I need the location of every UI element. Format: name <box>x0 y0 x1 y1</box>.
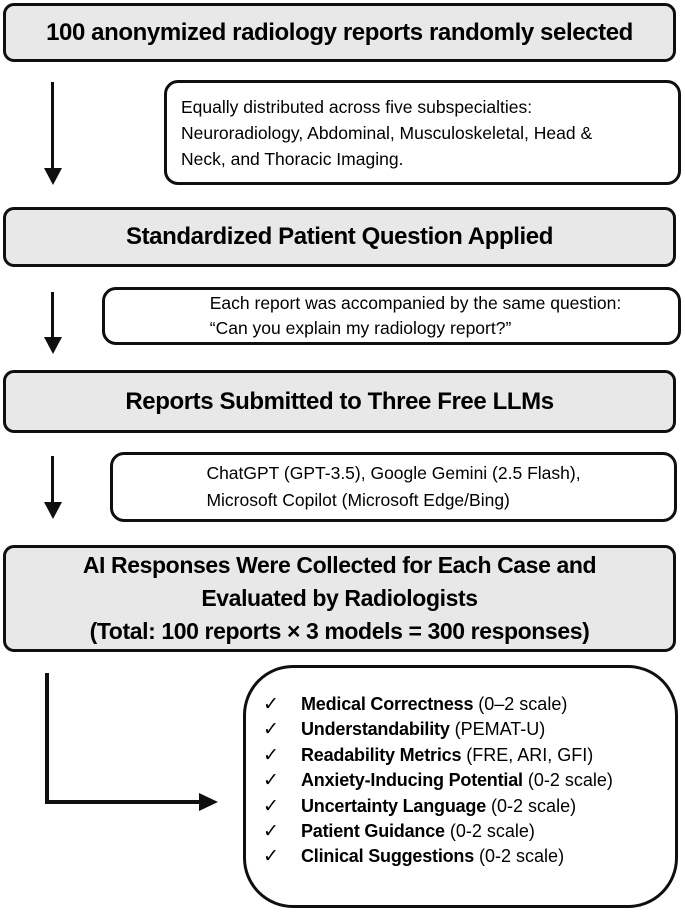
step4-box: AI Responses Were Collected for Each Cas… <box>3 545 676 652</box>
checkmark-icon: ✓ <box>263 795 279 817</box>
note1-text: Equally distributed across five subspeci… <box>181 94 592 172</box>
arrow-down-3-head <box>44 502 62 519</box>
checklist-item: ✓ Anxiety-Inducing Potential (0-2 scale) <box>263 768 665 793</box>
checkmark-icon: ✓ <box>263 744 279 766</box>
checklist-item: ✓ Clinical Suggestions (0-2 scale) <box>263 844 665 869</box>
checkmark-icon: ✓ <box>263 770 279 792</box>
step4-line1: AI Responses Were Collected for Each Cas… <box>82 552 597 578</box>
arrow-down-2-shaft <box>51 292 54 338</box>
checklist-item-text: Clinical Suggestions (0-2 scale) <box>301 846 565 867</box>
checklist-item-text: Readability Metrics (FRE, ARI, GFI) <box>301 744 594 765</box>
note1-box: Equally distributed across five subspeci… <box>164 80 681 185</box>
l-arrow-vertical <box>45 673 49 804</box>
checklist-item: ✓ Patient Guidance (0-2 scale) <box>263 819 665 844</box>
checklist-item-text: Patient Guidance (0-2 scale) <box>301 821 535 842</box>
note2-line1: Each report was accompanied by the same … <box>209 293 622 313</box>
arrow-down-3-shaft <box>51 456 54 503</box>
checkmark-icon: ✓ <box>263 694 279 715</box>
note1-line3: Neck, and Thoracic Imaging. <box>181 148 404 169</box>
note3-text: ChatGPT (GPT-3.5), Google Gemini (2.5 Fl… <box>206 460 580 514</box>
step4-line3: (Total: 100 reports × 3 models = 300 res… <box>89 618 590 644</box>
checkmark-icon: ✓ <box>263 846 279 868</box>
step4-line2: Evaluated by Radiologists <box>201 585 478 611</box>
checkmark-icon: ✓ <box>263 719 279 741</box>
checklist-item: ✓ Understandability (PEMAT-U) <box>263 717 665 742</box>
l-arrow-head <box>199 793 218 811</box>
note1-line2: Neuroradiology, Abdominal, Musculoskelet… <box>181 122 593 143</box>
checklist-item: ✓ Medical Correctness (0–2 scale) <box>263 692 665 717</box>
checkmark-icon: ✓ <box>263 821 279 843</box>
note1-line1: Equally distributed across five subspeci… <box>181 96 533 117</box>
checklist-item: ✓ Uncertainty Language (0-2 scale) <box>263 794 665 819</box>
step3-box: Reports Submitted to Three Free LLMs <box>3 370 676 433</box>
evaluation-criteria-box: ✓ Medical Correctness (0–2 scale) ✓ Unde… <box>243 665 678 908</box>
step1-title: 100 anonymized radiology reports randoml… <box>46 18 633 46</box>
note2-text: Each report was accompanied by the same … <box>210 291 621 341</box>
step2-box: Standardized Patient Question Applied <box>3 207 676 267</box>
note3-line1: ChatGPT (GPT-3.5), Google Gemini (2.5 Fl… <box>206 463 581 483</box>
arrow-down-1-head <box>44 168 62 185</box>
step4-title: AI Responses Were Collected for Each Cas… <box>82 549 597 648</box>
checklist-item-text: Medical Correctness (0–2 scale) <box>301 694 568 714</box>
step3-title: Reports Submitted to Three Free LLMs <box>125 387 554 415</box>
checklist-item-text: Uncertainty Language (0-2 scale) <box>301 795 577 816</box>
checklist-item-text: Anxiety-Inducing Potential (0-2 scale) <box>301 770 613 791</box>
l-arrow-horizontal <box>45 800 200 804</box>
arrow-down-2-head <box>44 337 62 354</box>
step1-box: 100 anonymized radiology reports randoml… <box>3 3 676 62</box>
arrow-down-1-shaft <box>51 82 54 168</box>
note3-line2: Microsoft Copilot (Microsoft Edge/Bing) <box>206 490 510 510</box>
note2-box: Each report was accompanied by the same … <box>102 287 681 345</box>
step2-title: Standardized Patient Question Applied <box>125 223 554 250</box>
checklist-item: ✓ Readability Metrics (FRE, ARI, GFI) <box>263 743 665 768</box>
checklist-item-text: Understandability (PEMAT-U) <box>301 719 546 740</box>
note3-box: ChatGPT (GPT-3.5), Google Gemini (2.5 Fl… <box>110 452 677 522</box>
note2-line2: “Can you explain my radiology report?” <box>209 318 512 338</box>
